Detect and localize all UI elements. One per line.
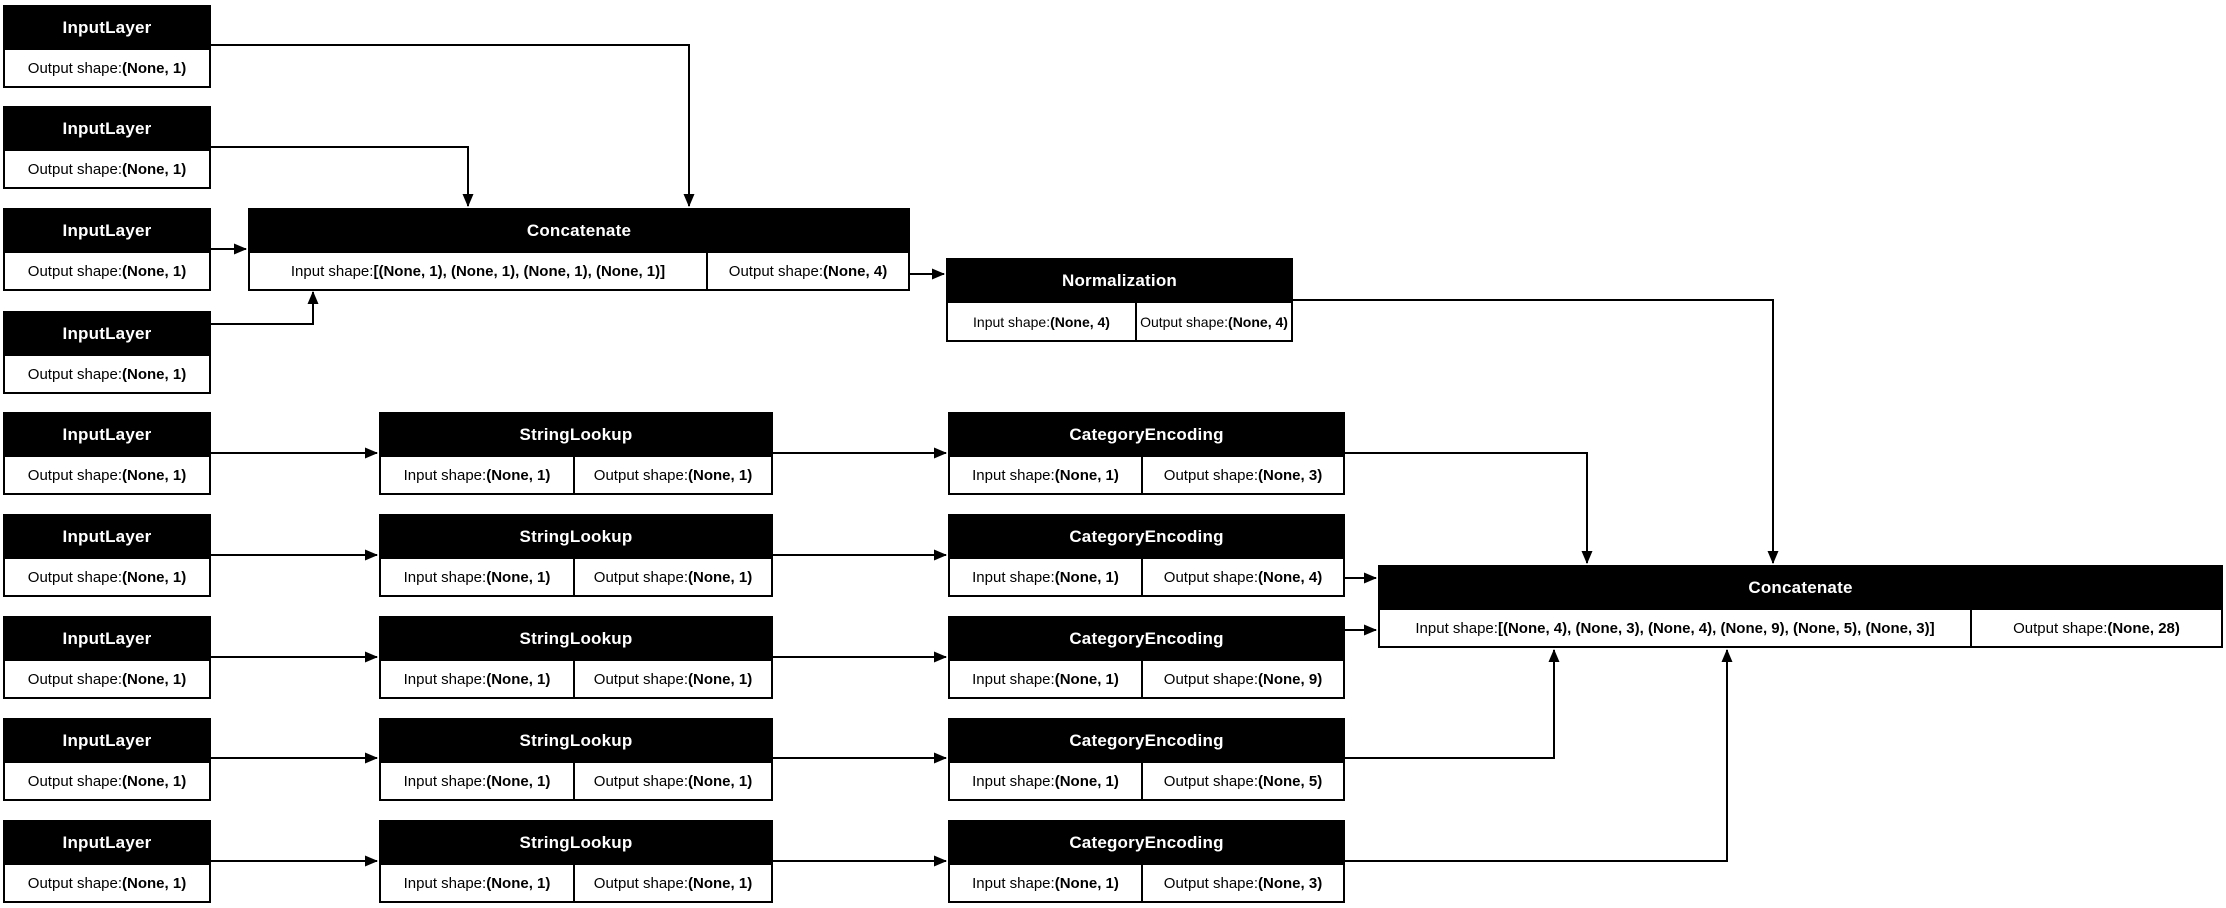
output-shape-cell: Output shape: (None, 1) <box>27 160 187 178</box>
output-shape-cell: Output shape: (None, 4) <box>1141 559 1343 595</box>
layer-type-title: Concatenate <box>1380 567 2221 608</box>
layer-type-title: CategoryEncoding <box>950 822 1343 863</box>
edge-ce4-to-concat2 <box>1345 649 1560 759</box>
node-string-lookup-3: StringLookup Input shape: (None, 1) Outp… <box>379 616 773 699</box>
input-shape-cell: Input shape: (None, 1) <box>403 670 551 688</box>
output-shape-cell: Output shape: (None, 1) <box>27 568 187 586</box>
node-concatenate-2: Concatenate Input shape: [(None, 4), (No… <box>1378 565 2223 648</box>
layer-type-title: StringLookup <box>381 618 771 659</box>
input-shape-cell: Input shape: (None, 1) <box>972 568 1119 586</box>
layer-type-title: StringLookup <box>381 822 771 863</box>
layer-type-title: StringLookup <box>381 414 771 455</box>
output-shape-cell: Output shape: (None, 5) <box>1141 763 1343 799</box>
node-category-encoding-5: CategoryEncoding Input shape: (None, 1) … <box>948 820 1345 903</box>
layer-type-title: CategoryEncoding <box>950 618 1343 659</box>
node-category-encoding-4: CategoryEncoding Input shape: (None, 1) … <box>948 718 1345 801</box>
edge-norm-to-concat2 <box>1293 299 1779 564</box>
node-input-layer-7: InputLayer Output shape: (None, 1) <box>3 616 211 699</box>
layer-type-title: Concatenate <box>250 210 908 251</box>
output-shape-cell: Output shape: (None, 9) <box>1141 661 1343 697</box>
output-shape-cell: Output shape: (None, 1) <box>573 457 771 493</box>
layer-type-title: InputLayer <box>5 313 209 354</box>
layer-type-title: InputLayer <box>5 516 209 557</box>
node-input-layer-9: InputLayer Output shape: (None, 1) <box>3 820 211 903</box>
output-shape-cell: Output shape: (None, 1) <box>573 865 771 901</box>
layer-type-title: StringLookup <box>381 720 771 761</box>
output-shape-cell: Output shape: (None, 1) <box>27 59 187 77</box>
node-string-lookup-4: StringLookup Input shape: (None, 1) Outp… <box>379 718 773 801</box>
output-shape-cell: Output shape: (None, 1) <box>27 670 187 688</box>
output-shape-cell: Output shape: (None, 3) <box>1141 457 1343 493</box>
input-shape-cell: Input shape: (None, 1) <box>403 874 551 892</box>
edge-il1-to-concat1 <box>211 44 695 207</box>
node-input-layer-2: InputLayer Output shape: (None, 1) <box>3 106 211 189</box>
input-shape-cell: Input shape: [(None, 4), (None, 3), (Non… <box>1415 619 1935 637</box>
layer-type-title: CategoryEncoding <box>950 516 1343 557</box>
node-normalization: Normalization Input shape: (None, 4) Out… <box>946 258 1293 342</box>
input-shape-cell: Input shape: (None, 1) <box>972 670 1119 688</box>
input-shape-cell: Input shape: (None, 1) <box>403 772 551 790</box>
output-shape-cell: Output shape: (None, 1) <box>27 262 187 280</box>
input-shape-cell: Input shape: (None, 1) <box>972 772 1119 790</box>
node-string-lookup-5: StringLookup Input shape: (None, 1) Outp… <box>379 820 773 903</box>
input-shape-cell: Input shape: (None, 1) <box>972 874 1119 892</box>
node-input-layer-6: InputLayer Output shape: (None, 1) <box>3 514 211 597</box>
edge-ce1-to-concat2 <box>1345 452 1593 564</box>
output-shape-cell: Output shape: (None, 4) <box>706 253 908 289</box>
layer-type-title: InputLayer <box>5 414 209 455</box>
layer-type-title: CategoryEncoding <box>950 720 1343 761</box>
output-shape-cell: Output shape: (None, 1) <box>27 466 187 484</box>
node-category-encoding-2: CategoryEncoding Input shape: (None, 1) … <box>948 514 1345 597</box>
layer-type-title: InputLayer <box>5 7 209 48</box>
output-shape-cell: Output shape: (None, 28) <box>1970 610 2221 646</box>
layer-type-title: InputLayer <box>5 618 209 659</box>
node-input-layer-1: InputLayer Output shape: (None, 1) <box>3 5 211 88</box>
node-input-layer-4: InputLayer Output shape: (None, 1) <box>3 311 211 394</box>
output-shape-cell: Output shape: (None, 1) <box>573 559 771 595</box>
output-shape-cell: Output shape: (None, 1) <box>27 365 187 383</box>
output-shape-cell: Output shape: (None, 1) <box>573 661 771 697</box>
output-shape-cell: Output shape: (None, 3) <box>1141 865 1343 901</box>
input-shape-cell: Input shape: (None, 1) <box>972 466 1119 484</box>
layer-type-title: InputLayer <box>5 720 209 761</box>
layer-type-title: CategoryEncoding <box>950 414 1343 455</box>
node-concatenate-1: Concatenate Input shape: [(None, 1), (No… <box>248 208 910 291</box>
edge-il4-to-concat1 <box>211 291 319 325</box>
edge-il2-to-concat1 <box>211 146 474 207</box>
output-shape-cell: Output shape: (None, 1) <box>27 772 187 790</box>
node-category-encoding-1: CategoryEncoding Input shape: (None, 1) … <box>948 412 1345 495</box>
node-string-lookup-2: StringLookup Input shape: (None, 1) Outp… <box>379 514 773 597</box>
layer-type-title: Normalization <box>948 260 1291 301</box>
node-string-lookup-1: StringLookup Input shape: (None, 1) Outp… <box>379 412 773 495</box>
input-shape-cell: Input shape: (None, 1) <box>403 568 551 586</box>
node-input-layer-8: InputLayer Output shape: (None, 1) <box>3 718 211 801</box>
node-category-encoding-3: CategoryEncoding Input shape: (None, 1) … <box>948 616 1345 699</box>
output-shape-cell: Output shape: (None, 1) <box>573 763 771 799</box>
input-shape-cell: Input shape: (None, 1) <box>403 466 551 484</box>
output-shape-cell: Output shape: (None, 4) <box>1135 303 1291 340</box>
layer-type-title: StringLookup <box>381 516 771 557</box>
input-shape-cell: Input shape: [(None, 1), (None, 1), (Non… <box>290 262 666 280</box>
layer-type-title: InputLayer <box>5 108 209 149</box>
layer-type-title: InputLayer <box>5 822 209 863</box>
input-shape-cell: Input shape: (None, 4) <box>973 313 1110 330</box>
layer-type-title: InputLayer <box>5 210 209 251</box>
node-input-layer-5: InputLayer Output shape: (None, 1) <box>3 412 211 495</box>
node-input-layer-3: InputLayer Output shape: (None, 1) <box>3 208 211 291</box>
output-shape-cell: Output shape: (None, 1) <box>27 874 187 892</box>
edge-ce5-to-concat2 <box>1345 649 1733 862</box>
